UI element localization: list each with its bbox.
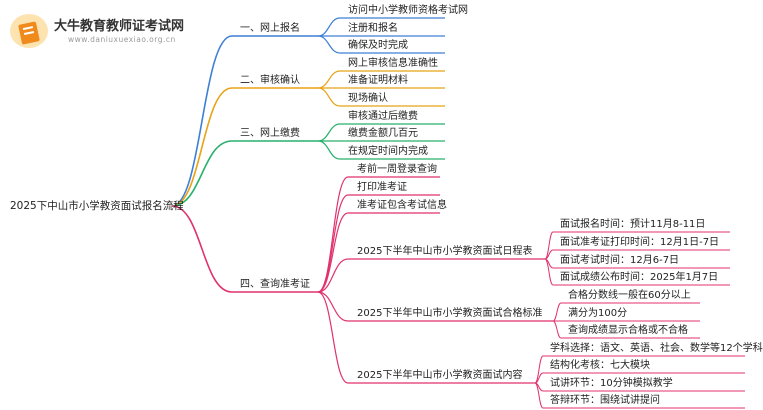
trunk-connector	[171, 205, 233, 293]
trunk-connector	[171, 35, 233, 207]
leaf-full-score: 满分为100分	[568, 308, 628, 319]
trunk-connector	[171, 87, 233, 207]
leaf-schedule-exam: 面试考试时间：12月6-7日	[560, 255, 680, 266]
leaf-connector	[317, 140, 341, 160]
logo-name: 大牛教育教师证考试网	[54, 19, 185, 34]
leaf-prepare-documents: 准备证明材料	[348, 75, 408, 86]
node-interview-schedule: 2025下半年中山市小学教资面试日程表	[357, 246, 533, 257]
leaf-connector	[534, 382, 544, 409]
leaf-pass-score: 合格分数线一般在60分以上	[568, 290, 691, 301]
leaf-schedule-registration: 面试报名时间：预计11月8-11日	[560, 219, 706, 230]
subgroup-connector	[317, 291, 349, 384]
leaf-online-review: 网上审核信息准确性	[348, 58, 438, 69]
leaf-result-display: 查询成绩显示合格或不合格	[568, 325, 688, 336]
leaf-teaching-demo: 试讲环节：10分钟模拟教学	[550, 378, 673, 389]
book-logo-icon	[10, 14, 48, 48]
site-logo: 大牛教育教师证考试网 www.daniuxuexiao.org.cn	[10, 12, 210, 52]
leaf-query-week-before: 考前一周登录查询	[357, 164, 437, 175]
leaf-connector	[317, 194, 349, 293]
leaf-structured: 结构化考核：七大模块	[550, 360, 650, 371]
leaf-print-ticket: 打印准考证	[357, 182, 407, 193]
leaf-connector	[552, 320, 562, 339]
leaf-connector	[544, 258, 554, 286]
node-interview-content: 2025下半年中山市小学教资面试内容	[357, 370, 523, 381]
branch-review-confirm: 二、审核确认	[240, 75, 300, 86]
trunk-connector	[171, 140, 233, 207]
leaf-connector	[317, 35, 341, 54]
leaf-defense: 答辩环节：围绕试讲提问	[550, 395, 660, 406]
leaf-ticket-info: 准考证包含考试信息	[357, 200, 447, 211]
branch-online-registration: 一、网上报名	[240, 23, 300, 34]
subgroup-connector	[317, 258, 349, 293]
leaf-fee-amount: 缴费金额几百元	[348, 128, 418, 139]
leaf-pay-after-review: 审核通过后缴费	[348, 111, 418, 122]
leaf-connector	[552, 302, 562, 322]
logo-url: www.daniuxuexiao.org.cn	[68, 35, 176, 44]
leaf-complete-in-time: 确保及时完成	[348, 40, 408, 51]
leaf-pay-on-time: 在规定时间内完成	[348, 146, 428, 157]
subgroup-connector	[317, 291, 349, 322]
leaf-onsite-confirm: 现场确认	[348, 93, 388, 104]
leaf-connector	[317, 123, 341, 142]
leaf-schedule-ticket-print: 面试准考证打印时间：12月1日-7日	[560, 237, 720, 248]
mindmap-root: 2025下中山市小学教资面试报名流程	[10, 200, 184, 212]
leaf-connector	[317, 87, 341, 107]
leaf-connector	[317, 212, 349, 293]
branch-online-payment: 三、网上缴费	[240, 128, 300, 139]
leaf-schedule-results: 面试成绩公布时间：2025年1月7日	[560, 272, 719, 283]
node-pass-standard: 2025下半年中山市小学教资面试合格标准	[357, 308, 543, 319]
leaf-visit-website: 访问中小学教师资格考试网	[348, 5, 468, 16]
leaf-connector	[317, 17, 341, 37]
leaf-subjects: 学科选择：语文、英语、社会、数学等12个学科	[550, 343, 763, 354]
leaf-connector	[317, 70, 341, 89]
leaf-register: 注册和报名	[348, 23, 398, 34]
branch-admission-ticket: 四、查询准考证	[240, 279, 310, 290]
